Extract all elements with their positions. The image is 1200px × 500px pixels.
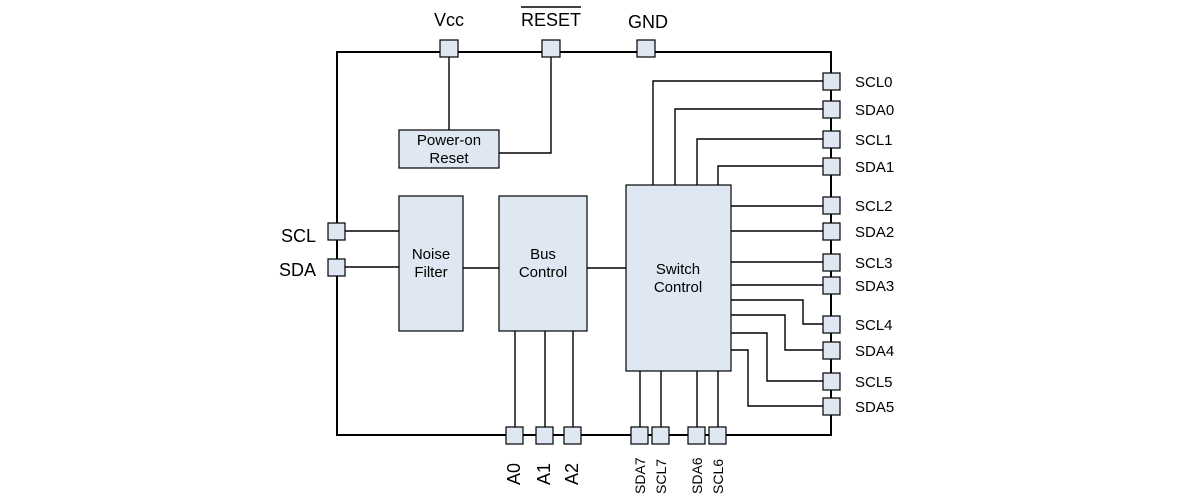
switch-control-block: Switch Control [625, 184, 732, 372]
power-on-reset-block: Power-on Reset [398, 129, 500, 169]
noise-filter-label-line2: Filter [414, 264, 447, 281]
scl5-label: SCL5 [855, 374, 893, 391]
sda1-label: SDA1 [855, 159, 894, 176]
sda1-pin [822, 157, 841, 176]
left-pins: SCL SDA [279, 222, 346, 280]
top-pins: Vcc RESET GND [434, 6, 668, 58]
bus-control-block: Bus Control [498, 195, 588, 332]
scl2-pin [822, 196, 841, 215]
scl6-label: SCL6 [710, 459, 726, 494]
scl5-pin [822, 372, 841, 391]
sda-label: SDA [279, 260, 316, 280]
sda2-pin [822, 222, 841, 241]
gnd-label: GND [628, 12, 668, 32]
reset-pin [541, 39, 561, 58]
sda6-label: SDA6 [689, 457, 705, 494]
sda4-label: SDA4 [855, 343, 894, 360]
sda3-label: SDA3 [855, 278, 894, 295]
scl4-pin [822, 315, 841, 334]
vcc-pin [439, 39, 459, 58]
sda-pin [327, 258, 346, 277]
sda0-label: SDA0 [855, 102, 894, 119]
power-on-reset-label-line2: Reset [429, 150, 469, 167]
a0-label: A0 [504, 463, 524, 485]
a1-label: A1 [534, 463, 554, 485]
scl0-label: SCL0 [855, 74, 893, 91]
bottom-pins: A0 A1 A2 SDA7 SCL7 SDA6 SCL6 [504, 426, 727, 494]
scl6-pin [708, 426, 727, 445]
scl3-pin [822, 253, 841, 272]
sda7-pin [630, 426, 649, 445]
scl7-label: SCL7 [653, 459, 669, 494]
sda3-pin [822, 276, 841, 295]
scl1-pin [822, 130, 841, 149]
vcc-label: Vcc [434, 10, 464, 30]
sda0-pin [822, 100, 841, 119]
gnd-pin [636, 39, 656, 58]
right-pins: SCL0 SDA0 SCL1 SDA1 SCL2 SDA2 SCL3 SDA3 … [822, 72, 894, 416]
switch-control-label-line2: Control [654, 279, 702, 296]
wires [345, 57, 823, 427]
a0-pin [505, 426, 524, 445]
a2-pin [563, 426, 582, 445]
scl1-label: SCL1 [855, 132, 893, 149]
scl4-label: SCL4 [855, 317, 893, 334]
sda7-label: SDA7 [632, 457, 648, 494]
scl3-label: SCL3 [855, 255, 893, 272]
sda2-label: SDA2 [855, 224, 894, 241]
noise-filter-label-line1: Noise [412, 246, 450, 263]
noise-filter-block: Noise Filter [398, 195, 464, 332]
reset-label: RESET [521, 10, 581, 30]
scl7-pin [651, 426, 670, 445]
sda5-label: SDA5 [855, 399, 894, 416]
scl-label: SCL [281, 226, 316, 246]
bus-control-label-line2: Control [519, 264, 567, 281]
a2-label: A2 [562, 463, 582, 485]
switch-control-label-line1: Switch [656, 261, 700, 278]
power-on-reset-label-line1: Power-on [417, 132, 481, 149]
sda5-pin [822, 397, 841, 416]
a1-pin [535, 426, 554, 445]
scl2-label: SCL2 [855, 198, 893, 215]
sda6-pin [687, 426, 706, 445]
sda4-pin [822, 341, 841, 360]
bus-control-label-line1: Bus [530, 246, 556, 263]
scl-pin [327, 222, 346, 241]
scl0-pin [822, 72, 841, 91]
chip-outline [336, 51, 832, 436]
